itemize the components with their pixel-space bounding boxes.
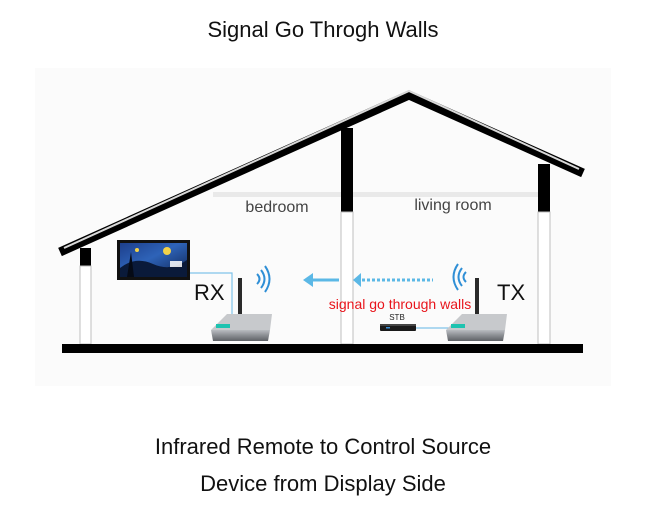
- tx-device: [446, 278, 507, 341]
- diagram-title: Signal Go Throgh Walls: [207, 17, 439, 42]
- rx-device: [211, 278, 272, 341]
- right-wall: [537, 211, 551, 345]
- scene-background: [35, 68, 611, 386]
- right-wall-top: [538, 164, 550, 212]
- caption-line-1: Infrared Remote to Control Source: [154, 434, 492, 459]
- floor: [62, 344, 583, 353]
- signal-arrow-right: [353, 273, 433, 287]
- ceiling-bedroom: [213, 192, 347, 197]
- house-diagram: bedroom living room RX signal go through…: [35, 68, 611, 386]
- signal-arrow-left: [303, 273, 339, 287]
- stb-device: [380, 324, 416, 331]
- room-label-living-room: living room: [414, 197, 491, 214]
- middle-wall: [340, 211, 354, 345]
- rx-wave-icon: [256, 265, 271, 293]
- middle-wall-top: [341, 128, 353, 212]
- tx-wave-icon: [452, 263, 467, 291]
- ceiling-living-room: [353, 192, 538, 197]
- cable-tv-rx: [190, 272, 233, 326]
- roof-line: [58, 90, 585, 257]
- stb-label: STB: [389, 313, 405, 322]
- left-wall-top: [80, 248, 91, 266]
- left-wall: [79, 265, 92, 345]
- room-label-bedroom: bedroom: [245, 199, 308, 216]
- tv-display: [117, 240, 190, 280]
- rx-label: RX: [194, 280, 225, 305]
- roof-highlight: [63, 89, 580, 249]
- caption-line-2: Device from Display Side: [200, 471, 446, 496]
- signal-label: signal go through walls: [329, 296, 471, 312]
- tx-label: TX: [497, 280, 525, 305]
